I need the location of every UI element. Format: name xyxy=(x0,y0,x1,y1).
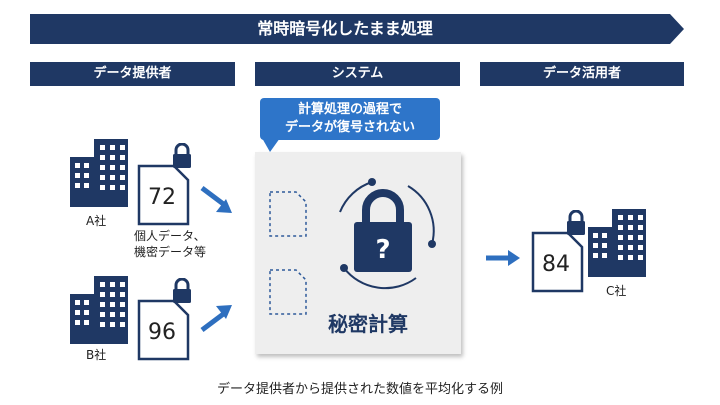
result-document-icon-c: 84 xyxy=(531,231,584,293)
secure-computation-label: 秘密計算 xyxy=(328,312,408,336)
arrow-icon-a-to-system xyxy=(200,186,232,213)
company-c-label: C社 xyxy=(606,284,627,298)
encrypted-slot-icon-2 xyxy=(269,269,307,315)
column-header-provider: データ提供者 xyxy=(30,62,235,86)
small-lock-icon-a xyxy=(173,143,191,168)
info-bubble: 計算処理の過程で データが復号されない xyxy=(260,98,440,140)
building-icon-c xyxy=(588,209,646,277)
secure-compute-cycle-icon xyxy=(339,178,436,290)
figure-caption: データ提供者から提供された数値を平均化する例 xyxy=(216,382,503,397)
column-header-user: データ活用者 xyxy=(480,62,684,86)
building-icon-b xyxy=(70,276,128,344)
data-document-icon-b: 96 xyxy=(137,299,190,361)
building-icon-a xyxy=(70,139,128,207)
bubble-tail xyxy=(262,138,280,152)
data-document-icon-a: 72 xyxy=(137,164,190,226)
column-header-system: システム xyxy=(255,62,460,86)
company-a-label: A社 xyxy=(86,214,107,228)
data-type-note: 個人データ、 機密データ等 xyxy=(134,228,206,260)
doc-value-a: 72 xyxy=(148,185,176,210)
doc-value-b: 96 xyxy=(148,320,176,345)
arrow-icon-b-to-system xyxy=(200,305,232,332)
banner-title: 常時暗号化したまま処理 xyxy=(257,19,433,38)
lock-symbol: ? xyxy=(375,235,390,265)
data-type-note-line-2: 機密データ等 xyxy=(134,245,207,259)
arrow-icon-system-to-c xyxy=(486,250,520,266)
process-banner: 常時暗号化したまま処理 xyxy=(30,14,684,44)
doc-value-c: 84 xyxy=(542,252,570,277)
bubble-line-2: データが復号されない xyxy=(284,120,415,135)
bubble-line-1: 計算処理の過程で xyxy=(297,102,402,117)
small-lock-icon-c xyxy=(567,210,585,235)
small-lock-icon-b xyxy=(173,278,191,303)
banner-arrow-shape xyxy=(30,14,684,44)
encrypted-slot-icon-1 xyxy=(269,191,307,237)
lock-icon: ? xyxy=(354,189,412,272)
company-b-label: B社 xyxy=(86,348,107,362)
data-type-note-line-1: 個人データ、 xyxy=(134,229,206,243)
